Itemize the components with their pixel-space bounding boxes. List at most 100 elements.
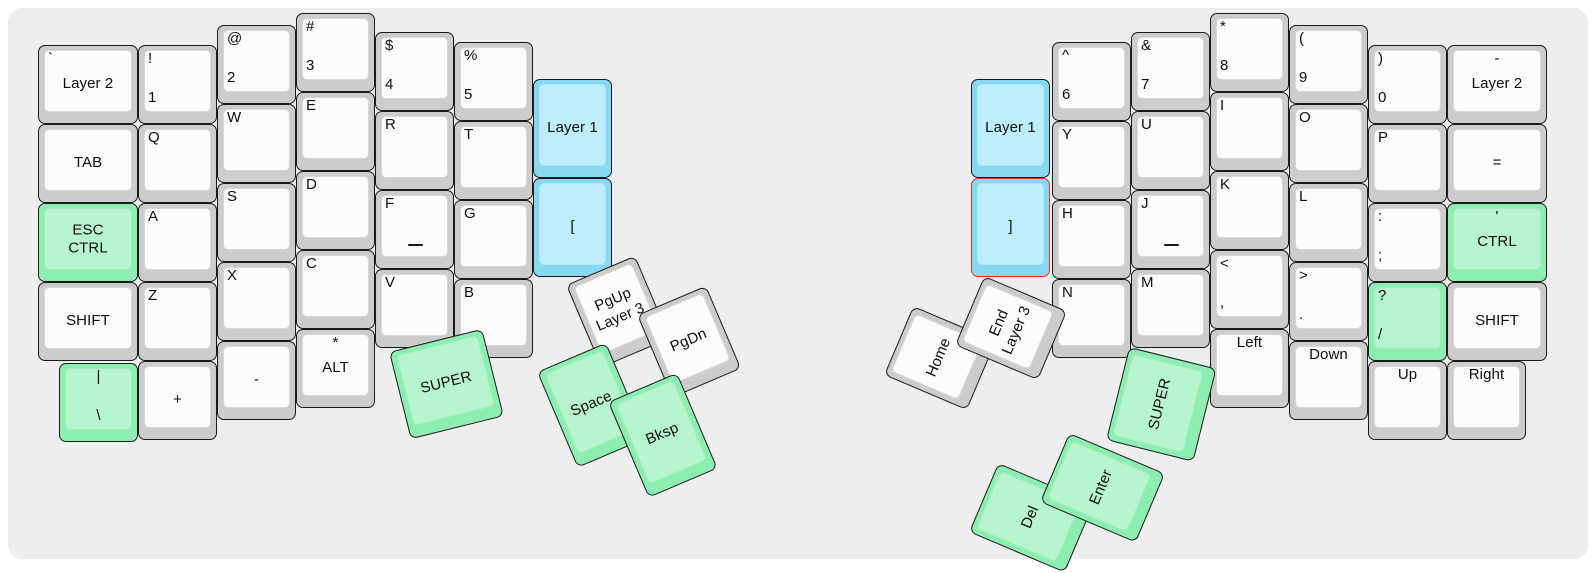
keycap [1058,47,1125,109]
key-g[interactable]: G [454,200,533,279]
key-8-asterisk[interactable]: *8 [1210,13,1289,92]
key-legend: Y [1062,126,1073,143]
key-legend: Down [1309,346,1348,363]
key-p[interactable]: P [1368,124,1447,203]
key-esc-ctrl[interactable]: ESC CTRL [38,203,138,282]
key-legend: : [1378,208,1383,225]
keycap [1216,255,1283,317]
key-bracket-right[interactable]: ] [971,178,1050,277]
key-period-greater[interactable]: >. [1289,262,1368,341]
keycap [144,287,211,349]
key-legend: = [1492,153,1502,171]
key-quote-ctrl[interactable]: 'CTRL [1447,203,1547,282]
key-y[interactable]: Y [1052,121,1131,200]
key-l[interactable]: L [1289,183,1368,262]
key-legend: ^ [1062,47,1070,64]
key-shift[interactable]: SHIFT [1447,282,1547,361]
key-slash-question[interactable]: ?/ [1368,282,1447,361]
key-legend: Layer 2 [1471,74,1523,92]
key-legend: 0 [1378,89,1387,107]
key-q[interactable]: Q [138,124,217,203]
key-pipe-backslash[interactable]: |\ [59,363,138,442]
keycap [44,129,132,191]
key-legend: A [148,208,159,225]
keycap [302,255,369,317]
key-f[interactable]: F [375,190,454,269]
key-bracket-left[interactable]: [ [533,178,612,277]
key-right-arrow[interactable]: Right [1447,361,1526,440]
key-minus[interactable]: - [217,341,296,420]
key-e[interactable]: E [296,92,375,171]
keycap [302,176,369,238]
key-grave-layer2[interactable]: `Layer 2 [38,45,138,124]
key-3-hash[interactable]: #3 [296,13,375,92]
homing-bar [1163,243,1179,246]
key-legend: W [227,109,242,126]
key-legend: \ [96,407,101,425]
key-legend: V [385,274,396,291]
keycap [144,366,211,428]
key-a[interactable]: A [138,203,217,282]
key-layer1[interactable]: Layer 1 [533,79,612,178]
keycap [1453,366,1520,428]
key-s[interactable]: S [217,183,296,262]
key-legend: - [253,370,260,388]
keycap [144,129,211,191]
key-5-percent[interactable]: %5 [454,42,533,121]
key-minus-layer2[interactable]: -Layer 2 [1447,45,1547,124]
keycap [1374,287,1441,349]
key-legend: ] [1008,217,1013,235]
key-legend: ` [48,50,54,67]
key-r[interactable]: R [375,111,454,190]
key-n[interactable]: N [1052,279,1131,358]
key-tab[interactable]: TAB [38,124,138,203]
key-legend: B [464,284,475,301]
key-up-arrow[interactable]: Up [1368,361,1447,440]
key-6-caret[interactable]: ^6 [1052,42,1131,121]
key-comma-less[interactable]: <, [1210,250,1289,329]
key-i[interactable]: I [1210,92,1289,171]
key-equals[interactable]: = [1447,124,1547,203]
key-super[interactable]: SUPER [1106,346,1217,462]
key-layer1[interactable]: Layer 1 [971,79,1050,178]
key-1-exclaim[interactable]: !1 [138,45,217,124]
key-d[interactable]: D [296,171,375,250]
key-v[interactable]: V [375,269,454,348]
key-x[interactable]: X [217,262,296,341]
keycap [1374,208,1441,270]
key-j[interactable]: J [1131,190,1210,269]
key-legend: 2 [227,69,236,87]
key-u[interactable]: U [1131,111,1210,190]
key-legend: Up [1397,366,1418,383]
keycap [44,50,132,112]
key-2-at[interactable]: @2 [217,25,296,104]
key-m[interactable]: M [1131,269,1210,348]
key-t[interactable]: T [454,121,533,200]
key-down-arrow[interactable]: Down [1289,341,1368,420]
key-4-dollar[interactable]: $4 [375,32,454,111]
keycap [381,116,448,178]
key-c[interactable]: C [296,250,375,329]
key-w[interactable]: W [217,104,296,183]
key-legend: H [1062,205,1073,222]
key-k[interactable]: K [1210,171,1289,250]
key-0-paren-close[interactable]: )0 [1368,45,1447,124]
key-legend: < [1220,255,1229,272]
keycap [1295,188,1362,250]
key-z[interactable]: Z [138,282,217,361]
key-legend: Q [148,129,160,146]
key-legend: / [1378,326,1383,344]
key-9-paren-open[interactable]: (9 [1289,25,1368,104]
key-7-ampersand[interactable]: &7 [1131,32,1210,111]
key-shift[interactable]: SHIFT [38,282,138,361]
key-plus[interactable]: + [138,361,217,440]
key-h[interactable]: H [1052,200,1131,279]
key-left-arrow[interactable]: Left [1210,329,1289,408]
keycap [1216,97,1283,159]
key-semicolon-colon[interactable]: :; [1368,203,1447,282]
keycap [302,334,369,396]
key-legend: ALT [322,358,349,376]
key-o[interactable]: O [1289,104,1368,183]
key-asterisk-alt[interactable]: *ALT [296,329,375,408]
